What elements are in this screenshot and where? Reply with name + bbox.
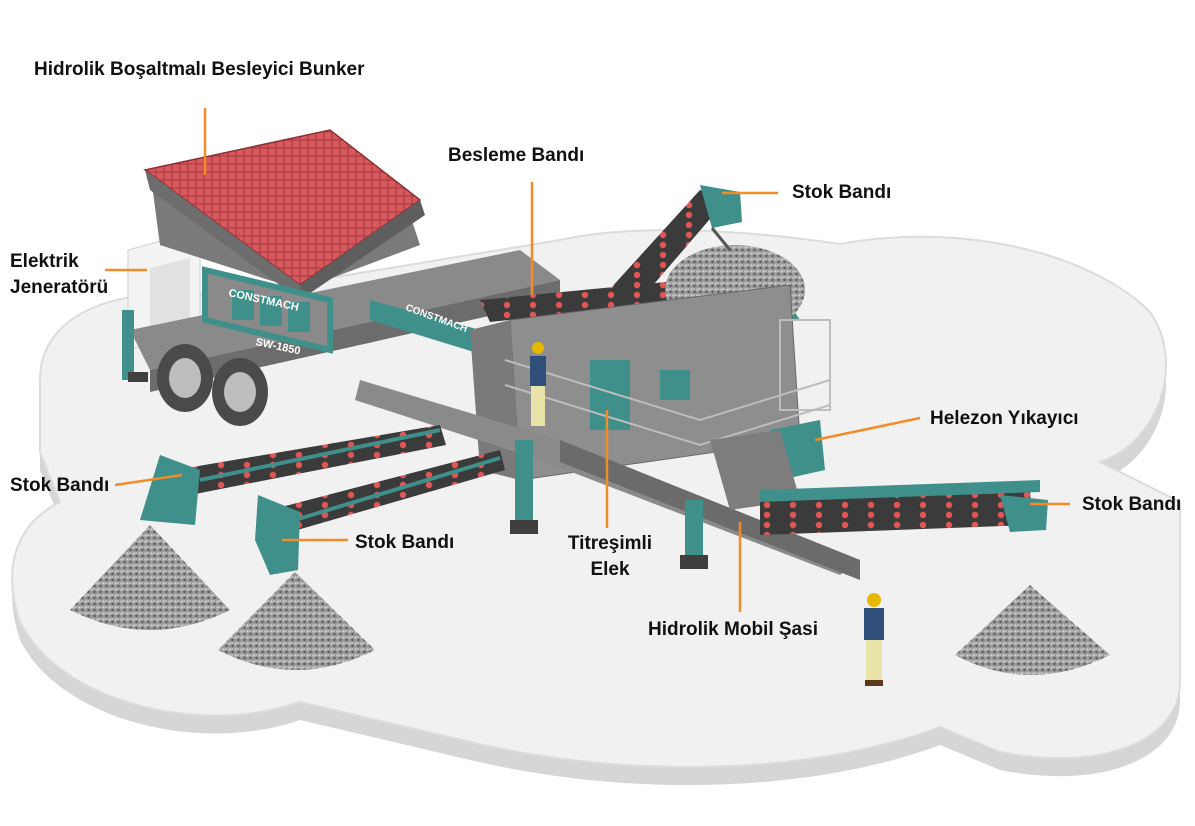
stockpiles (70, 525, 1110, 675)
vibrating-screen-unit (470, 284, 831, 481)
worker-on-platform (530, 342, 546, 426)
label-screw-washer: Helezon Yıkayıcı (930, 408, 1079, 429)
stock-conveyor-left (140, 425, 446, 525)
label-generator-line1: Elektrik (10, 251, 79, 272)
label-stock-conveyor-left: Stok Bandı (10, 475, 110, 496)
trailer-chassis (122, 250, 560, 426)
label-vibrating-screen-line2: Elek (590, 559, 630, 580)
worker-on-ground (864, 593, 884, 686)
label-stock-conveyor-right: Stok Bandı (1082, 494, 1182, 515)
leader-helezon (814, 416, 921, 442)
leader-stok-left (114, 473, 183, 487)
stock-conveyor-middle (255, 450, 505, 575)
label-stock-conveyor-middle: Stok Bandı (355, 532, 455, 553)
label-stock-conveyor-top-right: Stok Bandı (792, 182, 892, 203)
label-generator-line2: Jeneratörü (10, 277, 109, 298)
feeder-bunker (143, 129, 425, 354)
label-feeder-bunker: Hidrolik Boşaltmalı Besleyici Bunker (34, 59, 365, 80)
label-mobile-chassis: Hidrolik Mobil Şasi (648, 619, 818, 640)
leader-lines (105, 108, 1070, 612)
label-feed-conveyor: Besleme Bandı (448, 145, 585, 166)
label-vibrating-screen-line1: Titreşimli (567, 533, 653, 554)
